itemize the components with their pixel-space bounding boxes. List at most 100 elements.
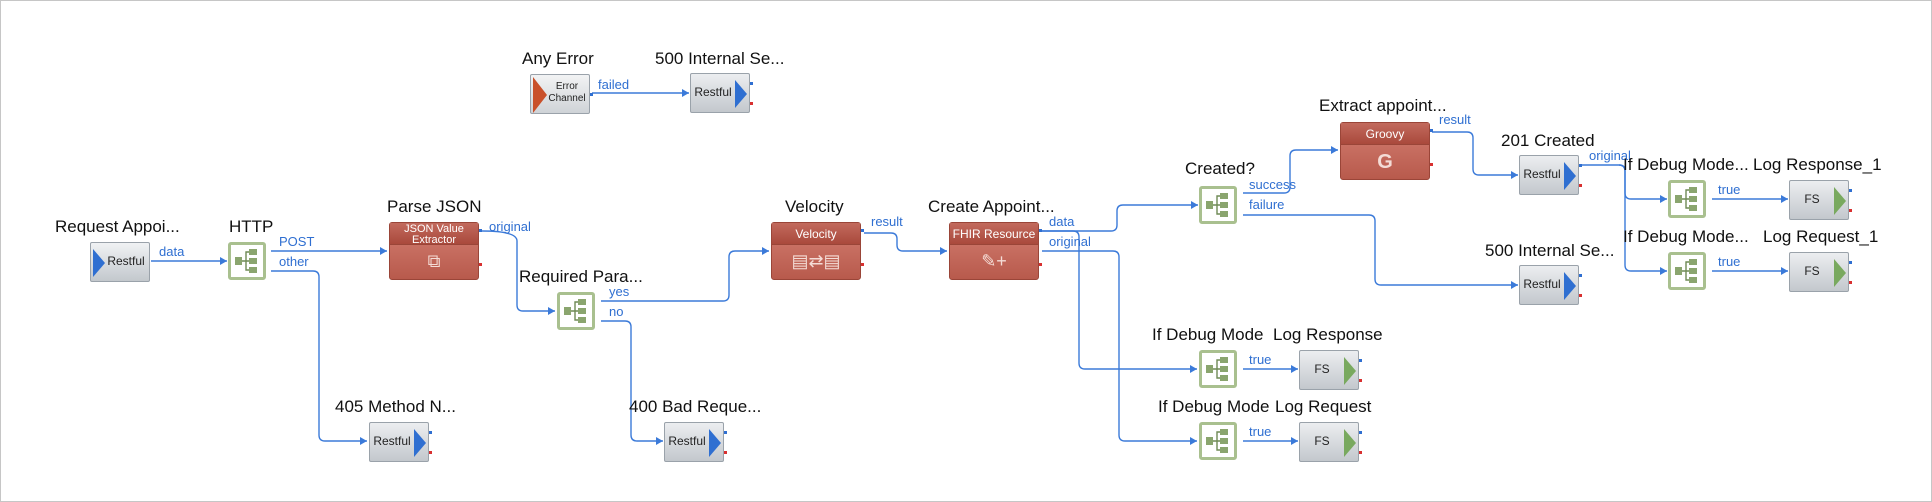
snap-header: Groovy xyxy=(1341,123,1429,145)
edge-label-result-2: result xyxy=(1439,112,1471,127)
arrowhead xyxy=(1190,365,1197,373)
restful-snap-500[interactable]: Restful xyxy=(1519,265,1582,305)
output-port[interactable] xyxy=(1849,189,1852,192)
wire-create-data-debug[interactable] xyxy=(1042,230,1197,370)
arrowhead xyxy=(1291,437,1298,445)
fs-snap-log-response-1[interactable]: FS xyxy=(1789,180,1852,220)
wire-http-other[interactable] xyxy=(271,270,367,442)
arrowhead xyxy=(1781,195,1788,203)
error-port[interactable] xyxy=(1849,281,1852,284)
wire-groovy-result[interactable] xyxy=(1432,131,1518,176)
error-port[interactable] xyxy=(1849,209,1852,212)
node-title: 400 Bad Reque... xyxy=(629,397,762,416)
node-title: Request Appoi... xyxy=(55,217,180,236)
edge-label-original: original xyxy=(489,219,531,234)
router-icon xyxy=(564,299,586,323)
output-port[interactable] xyxy=(1579,164,1582,167)
error-port[interactable] xyxy=(750,102,753,105)
router-icon xyxy=(1206,193,1228,217)
wire-required-no[interactable] xyxy=(601,320,663,442)
error-port[interactable] xyxy=(1359,451,1362,454)
wire-created-success[interactable] xyxy=(1243,149,1338,194)
fhir-resource-snap[interactable]: FHIR Resource ✎+ xyxy=(949,222,1042,280)
error-channel-snap[interactable]: Error Channel xyxy=(530,74,593,114)
output-port[interactable] xyxy=(1849,261,1852,264)
error-port[interactable] xyxy=(724,451,727,454)
error-port[interactable] xyxy=(1579,294,1582,297)
restful-snap-405[interactable]: Restful xyxy=(369,422,432,462)
error-port[interactable] xyxy=(479,263,482,266)
wire-required-yes[interactable] xyxy=(601,250,769,302)
restful-snap-500-top[interactable]: Restful xyxy=(690,73,753,113)
fs-arrow-icon xyxy=(1834,259,1846,287)
groovy-snap[interactable]: Groovy G xyxy=(1340,122,1433,180)
edge-label-failure: failure xyxy=(1249,197,1285,212)
router-snap-debug-request[interactable] xyxy=(1199,422,1237,460)
output-port[interactable] xyxy=(590,93,593,96)
node-title: 500 Internal Se... xyxy=(1485,241,1615,260)
router-icon xyxy=(1675,259,1697,283)
router-icon xyxy=(235,249,257,273)
node-title: Log Response xyxy=(1273,325,1383,344)
error-port[interactable] xyxy=(1359,379,1362,382)
error-port[interactable] xyxy=(861,263,864,266)
fs-snap-log-request-1[interactable]: FS xyxy=(1789,252,1852,292)
wire-velocity-result[interactable] xyxy=(864,232,947,252)
snap-label: Restful xyxy=(1523,167,1561,181)
router-snap-required[interactable] xyxy=(557,292,595,330)
output-port[interactable] xyxy=(1039,229,1042,232)
arrowhead xyxy=(1781,267,1788,275)
edge-label-post: POST xyxy=(279,234,315,249)
fs-snap-log-response[interactable]: FS xyxy=(1299,350,1362,390)
node-title: Create Appoint... xyxy=(928,197,1055,216)
wire-created-failure[interactable] xyxy=(1243,214,1518,286)
edge-label-data: data xyxy=(159,244,185,259)
router-snap-debug-response[interactable] xyxy=(1199,350,1237,388)
error-port[interactable] xyxy=(429,451,432,454)
edge-label-true: true xyxy=(1249,352,1272,367)
router-snap-debug-request-1[interactable] xyxy=(1668,252,1706,290)
node-title: 201 Created xyxy=(1501,131,1595,150)
error-port[interactable] xyxy=(1430,163,1433,166)
router-snap-http[interactable] xyxy=(228,242,266,280)
velocity-snap[interactable]: Velocity ▤⇄▤ xyxy=(771,222,864,280)
restful-arrow-icon xyxy=(1564,272,1576,300)
arrowhead xyxy=(1511,281,1518,289)
node-title: If Debug Mode... xyxy=(1623,155,1749,174)
json-extractor-snap[interactable]: JSON Value Extractor ⧉ xyxy=(389,222,482,280)
fs-snap-log-request[interactable]: FS xyxy=(1299,422,1362,462)
output-port[interactable] xyxy=(1359,359,1362,362)
output-port[interactable] xyxy=(479,229,482,232)
router-snap-debug-response-1[interactable] xyxy=(1668,180,1706,218)
output-port[interactable] xyxy=(429,431,432,434)
node-title: Log Request_1 xyxy=(1763,227,1879,246)
wire-201-original-req[interactable] xyxy=(1618,164,1667,272)
node-title: 405 Method N... xyxy=(335,397,456,416)
restful-snap-201[interactable]: Restful xyxy=(1519,155,1582,195)
snap-label: FS xyxy=(1804,264,1820,278)
error-port[interactable] xyxy=(1579,184,1582,187)
wire-create-data[interactable] xyxy=(1042,204,1198,232)
output-port[interactable] xyxy=(1579,274,1582,277)
snap-header: JSON Value Extractor xyxy=(390,223,478,246)
restful-snap-400[interactable]: Restful xyxy=(664,422,727,462)
output-port[interactable] xyxy=(861,229,864,232)
arrowhead xyxy=(1291,365,1298,373)
snap-label: Restful xyxy=(668,434,706,448)
output-port[interactable] xyxy=(724,431,727,434)
output-port[interactable] xyxy=(1430,129,1433,132)
error-port[interactable] xyxy=(1039,263,1042,266)
output-port[interactable] xyxy=(1359,431,1362,434)
snap-label: Error Channel xyxy=(548,81,586,104)
output-port[interactable] xyxy=(750,82,753,85)
restful-source-snap[interactable]: Restful xyxy=(90,242,150,282)
edge-label-true: true xyxy=(1718,254,1741,269)
create-resource-icon: ✎+ xyxy=(981,251,1007,271)
wire-create-original[interactable] xyxy=(1042,250,1197,442)
wire-parse-original[interactable] xyxy=(481,230,555,312)
router-snap-created[interactable] xyxy=(1199,186,1237,224)
arrowhead xyxy=(1511,171,1518,179)
snap-header: Velocity xyxy=(772,223,860,245)
edge-label-original-2: original xyxy=(1049,234,1091,249)
